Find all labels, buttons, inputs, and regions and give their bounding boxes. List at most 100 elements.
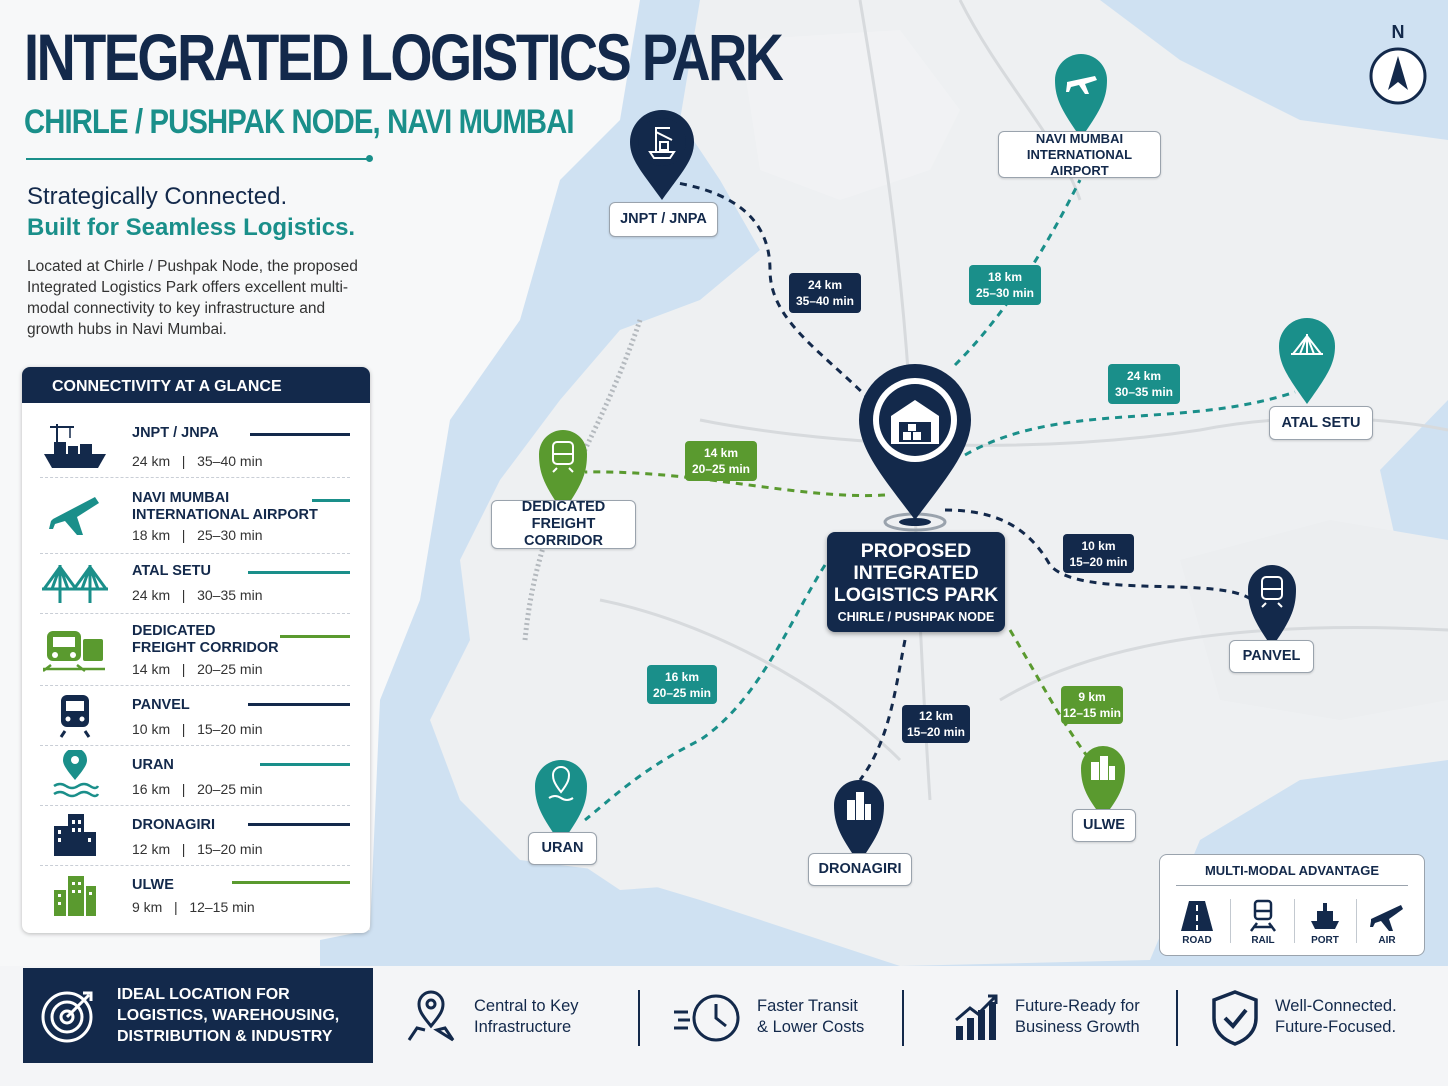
- glance-name: DRONAGIRI: [132, 817, 215, 833]
- multimodal-panel: MULTI-MODAL ADVANTAGE ROAD RAIL PORT AIR: [1159, 854, 1425, 956]
- route-panvel: [944, 508, 1253, 602]
- airplane-icon: [1370, 905, 1403, 931]
- route-ulwe: [1008, 629, 1092, 761]
- city-buildings-icon: [40, 865, 110, 925]
- mode-air: AIR: [1358, 895, 1416, 949]
- label-dronagiri[interactable]: DRONAGIRI: [808, 853, 912, 886]
- glance-distance: 14 km | 20–25 min: [132, 661, 263, 677]
- label-dfc[interactable]: DEDICATED FREIGHT CORRIDOR: [491, 499, 636, 549]
- glance-name: ULWE: [132, 877, 174, 893]
- glance-color-line: [232, 881, 350, 884]
- glance-distance: 18 km | 25–30 min: [132, 527, 263, 543]
- tagline-secondary: Built for Seamless Logistics.: [27, 214, 356, 241]
- glance-distance: 12 km | 15–20 min: [132, 841, 263, 857]
- label-uran[interactable]: URAN: [528, 832, 597, 865]
- target-icon: [41, 991, 93, 1043]
- glance-row-4[interactable]: PANVEL 10 km | 15–20 min: [40, 685, 350, 746]
- glance-distance: 24 km | 35–40 min: [132, 453, 263, 469]
- road-icon: [1181, 901, 1213, 931]
- center-label[interactable]: PROPOSED INTEGRATED LOGISTICS PARK CHIRL…: [827, 532, 1005, 632]
- glance-name: NAVI MUMBAI INTERNATIONAL AIRPORT: [132, 490, 318, 523]
- train-icon: [40, 685, 110, 745]
- port-ship-icon: [40, 415, 110, 477]
- north-compass: N: [1368, 22, 1428, 108]
- glance-color-line: [280, 635, 350, 638]
- label-atal-setu[interactable]: ATAL SETU: [1269, 406, 1373, 440]
- route-uran: [584, 564, 827, 822]
- glance-color-line: [248, 571, 350, 574]
- label-ulwe[interactable]: ULWE: [1072, 809, 1136, 842]
- glance-row-7[interactable]: ULWE 9 km | 12–15 min: [40, 865, 350, 925]
- glance-name: JNPT / JNPA: [132, 425, 219, 441]
- south-land: [560, 740, 820, 890]
- bridge-icon: [40, 553, 110, 613]
- connectivity-heading: CONNECTIVITY AT A GLANCE: [22, 367, 370, 403]
- glance-name: URAN: [132, 757, 174, 773]
- shield-check-icon: [1212, 990, 1258, 1046]
- airplane-icon: [40, 477, 110, 553]
- pin-atal: [1279, 318, 1335, 404]
- label-jnpt[interactable]: JNPT / JNPA: [609, 202, 718, 237]
- glance-name: ATAL SETU: [132, 563, 211, 579]
- feature-growth: Future-Ready for Business Growth: [952, 990, 1162, 1050]
- glance-color-line: [250, 433, 350, 436]
- coast-land: [1180, 520, 1448, 720]
- glance-distance: 10 km | 15–20 min: [132, 721, 263, 737]
- glance-distance: 9 km | 12–15 min: [132, 899, 255, 915]
- page-title: INTEGRATED LOGISTICS PARK: [24, 20, 784, 94]
- center-pin: [859, 364, 971, 532]
- compass-n: N: [1391, 22, 1405, 42]
- label-panvel[interactable]: PANVEL: [1229, 640, 1314, 673]
- mode-rail: RAIL: [1234, 895, 1292, 949]
- feature-connected: Well-Connected. Future-Focused.: [1210, 990, 1430, 1050]
- glance-distance: 24 km | 30–35 min: [132, 587, 263, 603]
- feature-transit: Faster Transit & Lower Costs: [672, 990, 892, 1050]
- title-divider: [26, 155, 373, 162]
- feature-growth-text: Future-Ready for Business Growth: [1015, 997, 1140, 1036]
- center-subtitle: CHIRLE / PUSHPAK NODE: [837, 610, 995, 624]
- ship-icon: [1311, 903, 1339, 929]
- pin-jnpt: [630, 110, 694, 200]
- connectivity-panel: CONNECTIVITY AT A GLANCE JNPT / JNPA 24 k…: [22, 367, 370, 933]
- mode-port: PORT: [1296, 895, 1354, 949]
- center-title: PROPOSED INTEGRATED LOGISTICS PARK: [833, 540, 999, 606]
- glance-color-line: [260, 763, 350, 766]
- growth-chart-icon: [955, 994, 998, 1040]
- ideal-location-box: IDEAL LOCATION FOR LOGISTICS, WAREHOUSIN…: [23, 968, 373, 1063]
- ideal-location-text: IDEAL LOCATION FOR LOGISTICS, WAREHOUSIN…: [117, 986, 340, 1045]
- pin-panvel: [1248, 565, 1296, 647]
- glance-row-1[interactable]: NAVI MUMBAI INTERNATIONAL AIRPORT 18 km |…: [40, 477, 350, 554]
- glance-name: PANVEL: [132, 697, 190, 713]
- feature-central: Central to Key Infrastructure: [405, 990, 625, 1050]
- feature-connected-text: Well-Connected. Future-Focused.: [1275, 997, 1397, 1036]
- route-atal: [964, 390, 1296, 457]
- glance-color-line: [248, 823, 350, 826]
- clock-speed-icon: [674, 994, 740, 1042]
- glance-color-line: [248, 703, 350, 706]
- location-map-icon: [407, 990, 455, 1042]
- glance-row-3[interactable]: DEDICATED FREIGHT CORRIDOR 14 km | 20–25 …: [40, 613, 350, 686]
- island: [740, 30, 960, 200]
- label-airport[interactable]: NAVI MUMBAI INTERNATIONAL AIRPORT: [998, 131, 1161, 178]
- page-subtitle: CHIRLE / PUSHPAK NODE, NAVI MUMBAI: [24, 103, 574, 141]
- glance-row-0[interactable]: JNPT / JNPA 24 km | 35–40 min: [40, 415, 350, 478]
- pin-uran: [535, 760, 587, 844]
- glance-row-6[interactable]: DRONAGIRI 12 km | 15–20 min: [40, 805, 350, 866]
- mode-road: ROAD: [1168, 895, 1226, 949]
- description-text: Located at Chirle / Pushpak Node, the pr…: [27, 258, 358, 338]
- location-water-icon: [40, 745, 110, 805]
- multimodal-title: MULTI-MODAL ADVANTAGE: [1204, 863, 1380, 878]
- feature-central-text: Central to Key Infrastructure: [474, 997, 579, 1036]
- route-dronagiri: [858, 639, 907, 781]
- glance-row-2[interactable]: ATAL SETU 24 km | 30–35 min: [40, 553, 350, 614]
- pin-airport: [1055, 54, 1107, 138]
- glance-name: DEDICATED FREIGHT CORRIDOR: [132, 623, 279, 656]
